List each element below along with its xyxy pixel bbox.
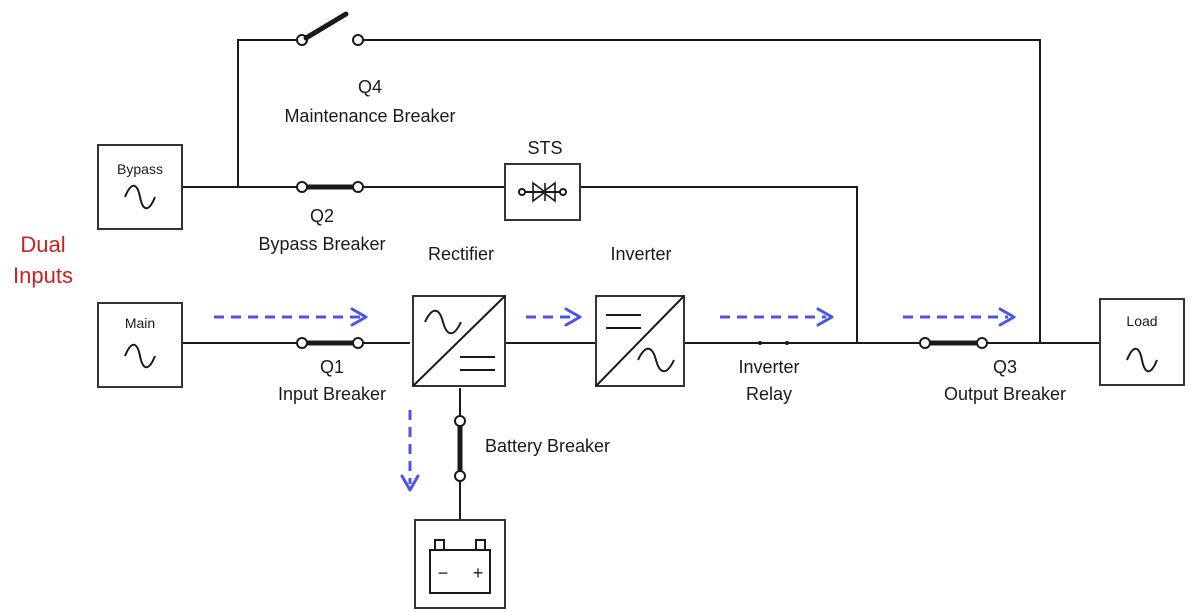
inverter-block — [595, 295, 685, 387]
bypass-source: Bypass — [97, 144, 183, 230]
q1-input-breaker — [296, 337, 364, 349]
battery-plus: + — [473, 563, 484, 583]
sts-switch — [504, 163, 581, 221]
rectifier-label: Rectifier — [428, 244, 494, 264]
battery-box: − + — [414, 519, 506, 609]
ac-wave-icon — [124, 343, 156, 369]
ac-wave-icon — [124, 184, 156, 210]
q4-id-label: Q4 — [358, 77, 382, 97]
q1-id-label: Q1 — [320, 357, 344, 377]
q4-name-label: Maintenance Breaker — [284, 106, 455, 126]
ac-wave-icon — [1126, 347, 1158, 373]
battery-minus: − — [438, 563, 449, 583]
rectifier-block — [412, 295, 506, 387]
thyristor-icon — [541, 181, 556, 203]
load-label: Load — [1126, 313, 1157, 329]
thyristor-icon — [532, 181, 547, 203]
q1-name-label: Input Breaker — [278, 384, 386, 404]
dual-inputs-line2: Inputs — [13, 263, 73, 288]
q2-id-label: Q2 — [310, 206, 334, 226]
inverter-relay-label-1: Inverter — [738, 357, 799, 377]
q2-bypass-breaker — [296, 181, 364, 193]
q3-name-label: Output Breaker — [944, 384, 1066, 404]
battery-breaker-label: Battery Breaker — [485, 436, 610, 456]
q4-maintenance-switch — [296, 11, 364, 46]
main-label: Main — [125, 315, 155, 331]
bypass-label: Bypass — [117, 161, 163, 177]
inverter-label: Inverter — [610, 244, 671, 264]
q3-output-breaker — [919, 337, 988, 349]
battery-breaker — [454, 415, 466, 482]
flow-arrow-rectifier-inverter — [526, 307, 582, 327]
load-box: Load — [1099, 298, 1185, 386]
bypass-wire — [182, 186, 858, 343]
inverter-relay — [758, 341, 789, 345]
inverter-relay-label-2: Relay — [746, 384, 792, 404]
flow-arrow-inverter-output — [720, 307, 834, 327]
flow-arrow-main-input — [214, 307, 368, 327]
main-source: Main — [97, 302, 183, 388]
flow-arrow-battery-charge — [400, 410, 420, 492]
maintenance-wire — [237, 39, 1041, 343]
q3-id-label: Q3 — [993, 357, 1017, 377]
battery-icon: − + — [429, 539, 491, 594]
ac-wave-icon — [424, 309, 462, 335]
flow-arrow-to-load — [903, 307, 1016, 327]
ac-wave-icon — [637, 347, 675, 373]
sts-label: STS — [527, 138, 562, 158]
q2-name-label: Bypass Breaker — [258, 234, 385, 254]
dual-inputs-line1: Dual — [20, 232, 65, 257]
